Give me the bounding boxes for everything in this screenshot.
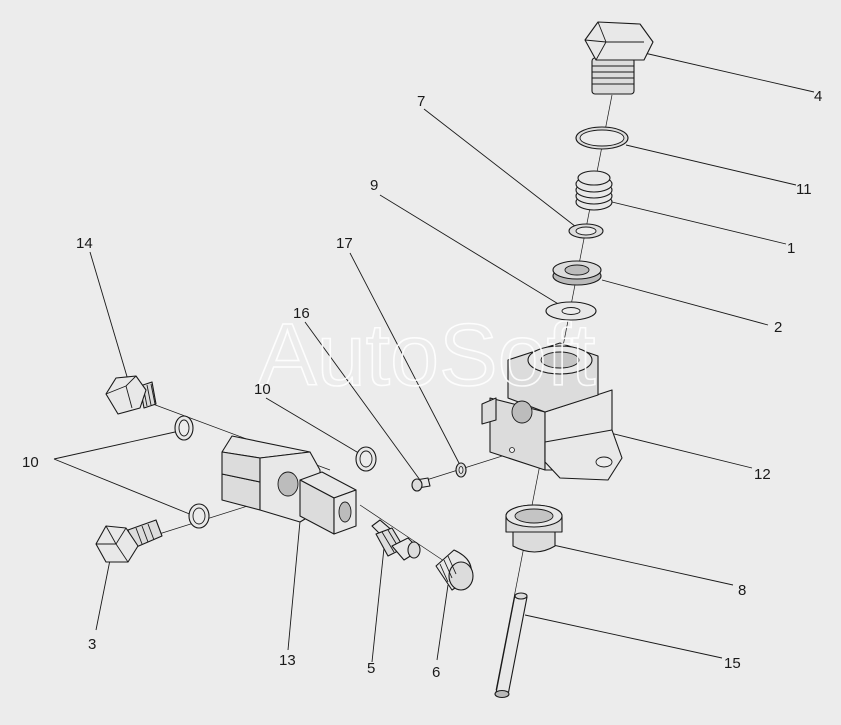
part-8-seat <box>505 504 563 553</box>
callout-11: 11 <box>796 181 812 198</box>
part-10-o-ring-upper <box>174 415 194 441</box>
callout-9: 9 <box>370 177 378 194</box>
part-5-nipple <box>371 519 421 561</box>
part-4-hex-plug <box>584 21 654 95</box>
callout-8: 8 <box>738 582 746 599</box>
callout-12: 12 <box>754 466 771 483</box>
part-11-o-ring <box>575 126 629 150</box>
callout-10-upper: 10 <box>254 381 271 398</box>
part-16-screw <box>411 477 431 492</box>
part-10-o-ring-lower <box>188 503 210 529</box>
callout-2: 2 <box>774 319 782 336</box>
callout-10-left: 10 <box>22 454 39 471</box>
callout-7: 7 <box>417 93 425 110</box>
part-3-hex-bolt <box>95 519 163 563</box>
callout-labels: 4 11 7 1 9 2 17 14 16 10 10 12 10 8 3 13… <box>22 88 822 681</box>
part-12-valve-body <box>481 342 623 481</box>
part-2-valve <box>552 260 602 286</box>
callout-3: 3 <box>88 636 96 653</box>
callout-4: 4 <box>814 88 822 105</box>
callout-13: 13 <box>279 652 296 669</box>
part-1-spring <box>575 170 613 211</box>
leader-lines <box>53 51 815 663</box>
callout-17: 17 <box>336 235 353 252</box>
part-13-fitting-block <box>221 435 357 535</box>
part-7-washer <box>568 223 604 239</box>
callout-6: 6 <box>432 664 440 681</box>
callout-15: 15 <box>724 655 741 672</box>
callout-14: 14 <box>76 235 93 252</box>
part-17-washer <box>455 462 467 478</box>
callout-5: 5 <box>367 660 375 677</box>
watermark-text: AutoSoft <box>258 305 596 404</box>
part-9-washer <box>545 301 597 321</box>
part-14-hex-bolt <box>105 375 157 415</box>
part-10-o-ring-right <box>355 446 377 472</box>
part-6-cap <box>435 549 474 591</box>
callout-1: 1 <box>787 240 795 257</box>
callout-16: 16 <box>293 305 310 322</box>
part-15-pin <box>494 592 528 699</box>
